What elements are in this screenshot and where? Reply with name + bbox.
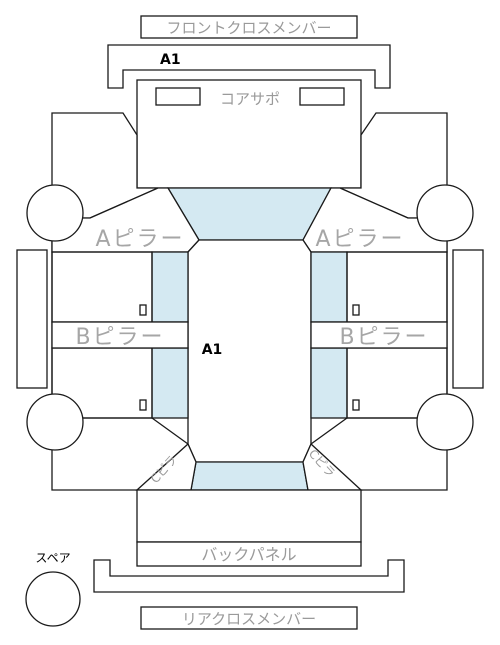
- front-cross-member-box: [140, 15, 358, 39]
- rear-door-glass-left: [151, 347, 189, 419]
- a-pillar-left-label: Aピラー: [95, 227, 184, 252]
- door-handle-front-right: [352, 304, 360, 316]
- rear-bumper-bracket: [93, 559, 405, 593]
- front-door-glass-right: [310, 251, 348, 323]
- body-side-left: [51, 218, 137, 491]
- rear-cross-member-label: リアクロスメンバー: [182, 610, 316, 628]
- trunk-lid: [136, 489, 362, 543]
- body-side-right: [361, 218, 448, 491]
- spare-tire: [25, 571, 81, 627]
- front-cross-member-label: フロントクロスメンバー: [166, 19, 331, 37]
- front-bumper-bracket: [107, 44, 391, 89]
- rear-door-glass-right: [310, 347, 348, 419]
- door-handle-front-left: [139, 304, 147, 316]
- front-door-left: [51, 251, 153, 323]
- b-pillar-left-label: Bピラー: [75, 325, 164, 350]
- wheel-front-right: [416, 184, 474, 242]
- headlight-right: [299, 87, 345, 106]
- b-pillar-right-area: [310, 321, 448, 349]
- core-support-label: コアサポ: [220, 90, 280, 108]
- center-grade-badge: A1: [202, 342, 223, 358]
- front-door-glass-left: [151, 251, 189, 323]
- front-grade-badge: A1: [160, 52, 181, 68]
- rear-cross-member-box: [140, 606, 358, 630]
- a-pillar-right-label: Aピラー: [315, 227, 404, 252]
- rear-quarter-left: [52, 417, 189, 445]
- b-pillar-right-label: Bピラー: [339, 325, 428, 350]
- front-door-right: [346, 251, 448, 323]
- wheel-rear-left: [26, 393, 84, 451]
- wheel-rear-right: [416, 393, 474, 451]
- back-panel-box: [136, 541, 362, 567]
- door-handle-rear-right: [352, 399, 360, 411]
- side-panel-left: [16, 249, 48, 389]
- side-panel-right: [452, 249, 484, 389]
- spare-tire-label: スペア: [35, 551, 70, 565]
- rear-quarter-right: [310, 417, 447, 445]
- rear-window: [190, 461, 309, 491]
- headlight-left: [155, 87, 201, 106]
- wheel-front-left: [26, 184, 84, 242]
- back-panel-label: バックパネル: [201, 545, 296, 564]
- door-handle-rear-left: [139, 399, 147, 411]
- b-pillar-left-area: [51, 321, 189, 349]
